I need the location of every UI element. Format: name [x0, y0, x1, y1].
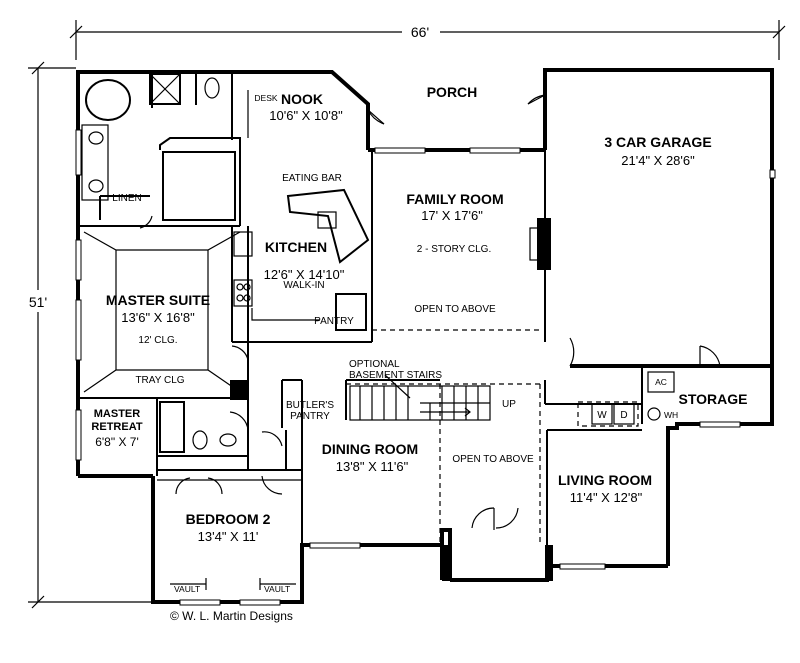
- dryer-label: D: [620, 410, 627, 421]
- desk-label: DESK: [254, 93, 277, 103]
- garage-size: 21'4" X 28'6": [621, 153, 695, 168]
- vault-right: VAULT: [264, 584, 290, 594]
- butlers-line1: BUTLER'S: [286, 400, 334, 411]
- vault-left: VAULT: [174, 584, 200, 594]
- master-retreat-line2: RETREAT: [91, 421, 142, 433]
- kitchen-fixtures: [233, 188, 370, 331]
- family-note2: OPEN TO ABOVE: [414, 304, 496, 315]
- walkin-line1: WALK-IN: [283, 280, 324, 291]
- porch-column: [545, 545, 553, 581]
- porch-name: PORCH: [427, 84, 478, 100]
- nook-name: NOOK: [281, 91, 323, 107]
- eating-bar-label: EATING BAR: [282, 173, 342, 184]
- family-note: 2 - STORY CLG.: [417, 244, 491, 255]
- interior-walls: [78, 72, 772, 566]
- bedroom2-size: 13'4" X 11': [198, 529, 259, 544]
- master-retreat-line1: MASTER: [94, 408, 141, 420]
- bath-fixtures: [81, 77, 249, 450]
- width-dimension: 66': [69, 20, 786, 60]
- family-name: FAMILY ROOM: [406, 191, 503, 207]
- dining-name: DINING ROOM: [322, 441, 418, 457]
- bedroom2-name: BEDROOM 2: [186, 511, 271, 527]
- doors: [139, 94, 721, 530]
- linen-label: LINEN: [112, 193, 141, 204]
- dashed-outlines: [346, 329, 639, 545]
- stairs-up: UP: [502, 399, 516, 410]
- vault-arrows: [170, 578, 296, 590]
- living-size: 11'4" X 12'8": [570, 490, 643, 505]
- depth-dimension: 51': [28, 61, 152, 609]
- depth-label: 51': [29, 294, 47, 310]
- credit-text: © W. L. Martin Designs: [170, 609, 293, 623]
- dining-size: 13'8" X 11'6": [336, 459, 409, 474]
- family-size: 17' X 17'6": [421, 208, 483, 223]
- garage-name: 3 CAR GARAGE: [604, 134, 711, 150]
- master-suite-name: MASTER SUITE: [106, 292, 210, 308]
- tray-ceiling: [83, 231, 241, 393]
- nook-size: 10'6" X 10'8": [269, 108, 343, 123]
- wh-label: WH: [664, 410, 678, 420]
- storage-name: STORAGE: [679, 391, 748, 407]
- stairs-line2: BASEMENT STAIRS: [349, 370, 442, 381]
- master-suite-size: 13'6" X 16'8": [121, 310, 195, 325]
- room-labels: NOOK 10'6" X 10'8" DESK PORCH 3 CAR GARA…: [91, 84, 747, 594]
- open-above-label: OPEN TO ABOVE: [452, 454, 534, 465]
- kitchen-size: 12'6" X 14'10": [264, 267, 345, 282]
- windows: [75, 129, 776, 606]
- appliances: [591, 371, 675, 425]
- width-label: 66': [411, 24, 429, 40]
- stairs-line1: OPTIONAL: [349, 359, 400, 370]
- butlers-line2: PANTRY: [290, 411, 330, 422]
- living-name: LIVING ROOM: [558, 472, 652, 488]
- kitchen-name: KITCHEN: [265, 239, 327, 255]
- porch-column: [442, 545, 452, 581]
- staircase: [349, 374, 491, 421]
- master-retreat-size: 6'8" X 7': [95, 435, 139, 449]
- master-suite-note2: TRAY CLG: [135, 375, 184, 386]
- washer-label: W: [597, 410, 607, 421]
- ac-label: AC: [655, 377, 667, 387]
- walkin-line2: PANTRY: [314, 316, 354, 327]
- master-suite-note: 12' CLG.: [138, 335, 177, 346]
